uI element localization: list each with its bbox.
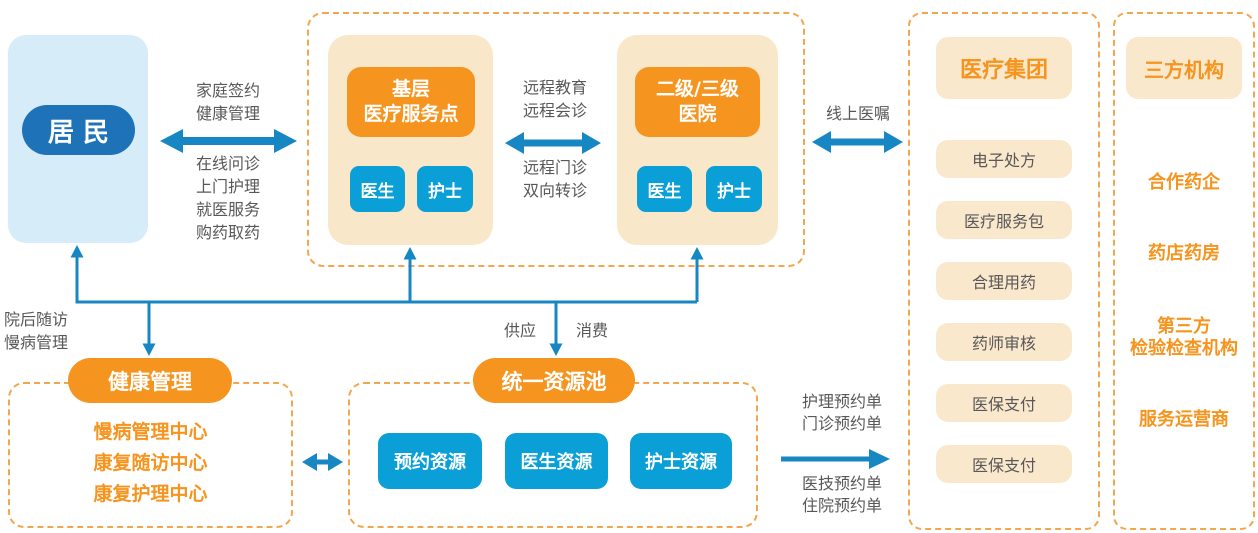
primary-site-nurse-box: 护士 bbox=[417, 166, 473, 212]
resident-network-double-arrow bbox=[160, 129, 297, 153]
post-hospital-label: 院后随访 慢病管理 bbox=[4, 310, 69, 352]
resource-box-appointment: 预约资源 bbox=[378, 433, 482, 489]
health-resource-double-arrow bbox=[302, 453, 343, 471]
resource-box-nurse: 护士资源 bbox=[630, 433, 732, 489]
resource-pool-title-pill: 统一资源池 bbox=[473, 358, 635, 403]
health-item-chronic-center: 慢病管理中心 bbox=[93, 421, 208, 443]
health-item-followup-center: 康复随访中心 bbox=[93, 452, 208, 474]
resident-link-label-bottom: 在线问诊 上门护理 就医服务 购药取药 bbox=[195, 154, 260, 242]
third-party-title: 三方机构 bbox=[1126, 37, 1242, 99]
health-item-rehab-center: 康复护理中心 bbox=[93, 483, 208, 505]
remote-link-label-bottom: 远程门诊 双向转诊 bbox=[522, 158, 587, 200]
primary-site-title: 基层 医疗服务点 bbox=[347, 67, 475, 137]
medical-group-item-pharmacist-review: 药师审核 bbox=[936, 323, 1072, 361]
third-party-item-inspection: 第三方 检验检查机构 bbox=[1130, 316, 1238, 359]
medical-group-item-rational-drug: 合理用药 bbox=[936, 262, 1072, 300]
medical-group-item-insurance-pay-1: 医保支付 bbox=[936, 384, 1072, 422]
resident-title-pill: 居民 bbox=[22, 105, 135, 155]
remote-link-label-top: 远程教育 远程会诊 bbox=[522, 78, 587, 120]
third-party-item-pharma: 合作药企 bbox=[1148, 172, 1220, 193]
resident-link-label-top: 家庭签约 健康管理 bbox=[195, 81, 260, 123]
medical-group-item-service-pack: 医疗服务包 bbox=[936, 201, 1072, 239]
resource-box-doctor: 医生资源 bbox=[505, 433, 608, 489]
order-flow-label-bottom: 医技预约单 住院预约单 bbox=[801, 474, 882, 515]
third-party-item-operator: 服务运营商 bbox=[1139, 409, 1229, 430]
health-management-title-pill: 健康管理 bbox=[68, 358, 232, 403]
consume-label: 消费 bbox=[575, 321, 608, 340]
online-order-double-arrow bbox=[812, 131, 903, 153]
order-flow-arrow bbox=[781, 449, 890, 469]
primary-site-doctor-box: 医生 bbox=[350, 166, 405, 212]
hospital-doctor-box: 医生 bbox=[637, 166, 692, 212]
online-order-label: 线上医嘱 bbox=[825, 104, 890, 123]
medical-group-item-insurance-pay-2: 医保支付 bbox=[936, 445, 1072, 483]
supply-label: 供应 bbox=[503, 321, 536, 340]
third-party-item-drugstore: 药店药房 bbox=[1148, 243, 1220, 264]
order-flow-label-top: 护理预约单 门诊预约单 bbox=[801, 392, 882, 433]
hospital-nurse-box: 护士 bbox=[706, 166, 762, 212]
medical-group-item-eprescription: 电子处方 bbox=[936, 140, 1072, 178]
hospital-title: 二级/三级 医院 bbox=[635, 67, 760, 137]
medical-group-title: 医疗集团 bbox=[936, 37, 1072, 99]
health-management-panel bbox=[8, 382, 293, 528]
